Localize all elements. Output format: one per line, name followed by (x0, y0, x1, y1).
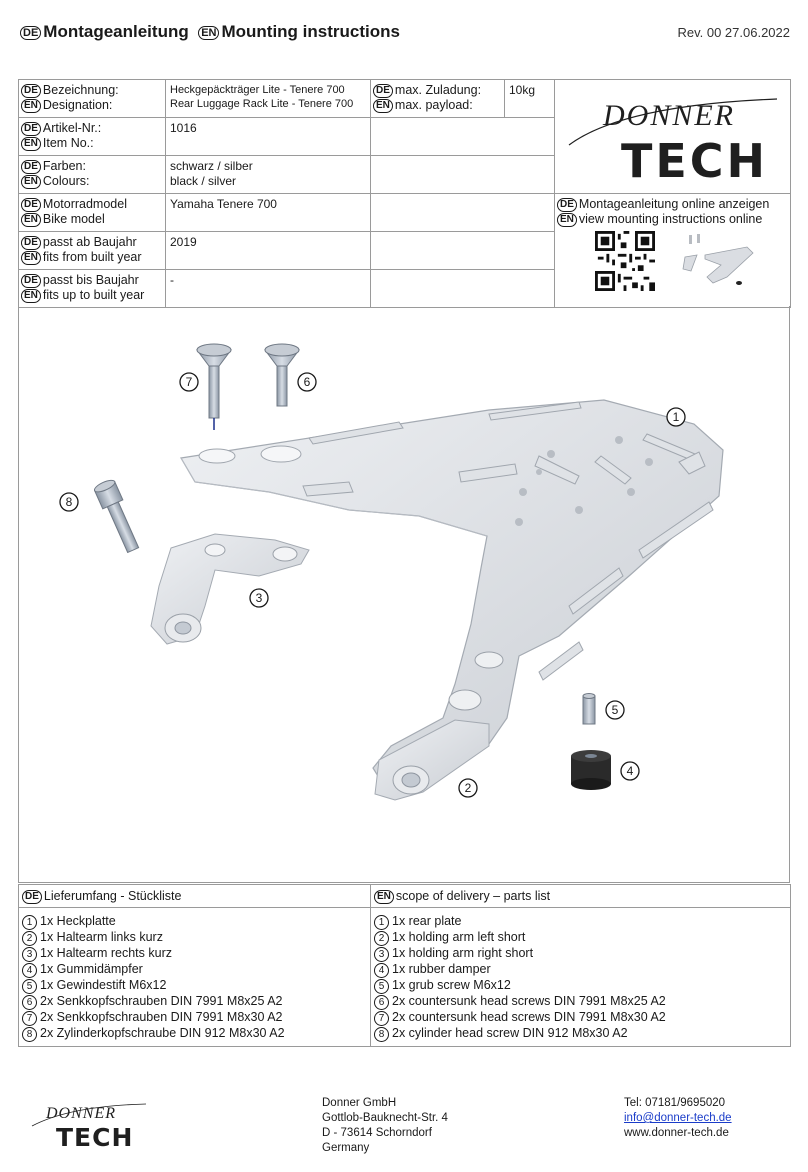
to-year-value: - (165, 269, 371, 308)
from-year-value: 2019 (165, 231, 371, 270)
cylinder-head-screw-m8x30 (93, 479, 140, 554)
callout-7: 7 (179, 372, 199, 392)
callout-1: 1 (666, 407, 686, 427)
logo-bottom-text: TECH (621, 134, 768, 185)
company-country: Germany (322, 1142, 370, 1154)
title-de: Montageanleitung (43, 22, 189, 41)
countersunk-screw-m8x25 (264, 343, 300, 407)
donner-tech-logo: DONNER TECH (568, 97, 777, 188)
website-link[interactable]: www.donner-tech.de (624, 1127, 729, 1139)
callout-5: 5 (605, 700, 625, 720)
exploded-view-drawing: 1 2 3 4 5 6 7 8 (18, 306, 790, 883)
assembly-illustration: 1 2 3 4 5 6 7 8 (59, 343, 724, 801)
qr-code[interactable] (595, 231, 655, 291)
payload-value: 10kg (504, 79, 555, 118)
title-en: Mounting instructions (221, 22, 400, 41)
svg-text:3: 3 (256, 591, 263, 605)
svg-text:DONNER: DONNER (45, 1105, 116, 1122)
callout-6: 6 (297, 372, 317, 392)
countersunk-screw-m8x30 (196, 343, 232, 430)
company-street: Gottlob-Bauknecht-Str. 4 (322, 1112, 448, 1124)
callout-2: 2 (458, 778, 478, 798)
rack-thumbnail (682, 234, 754, 285)
revision-date: Rev. 00 27.06.2022 (677, 25, 790, 40)
bike-value: Yamaha Tenere 700 (165, 193, 371, 232)
holding-arm-right (150, 533, 310, 645)
phone-number: Tel: 07181/9695020 (624, 1097, 726, 1109)
en-badge: EN (198, 26, 220, 40)
svg-text:TECH: TECH (56, 1123, 133, 1152)
empty-cell (370, 269, 555, 308)
designation-value: Heckgepäckträger Lite - Tenere 700 Rear … (165, 79, 371, 118)
de-badge: DE (20, 26, 42, 40)
grub-screw-m6x12 (582, 693, 596, 725)
rear-plate (180, 399, 724, 795)
empty-cell (370, 231, 555, 270)
company-address: Donner GmbH Gottlob-Bauknecht-Str. 4 D -… (322, 1096, 448, 1156)
colours-value: schwarz / silber black / silver (165, 155, 371, 194)
svg-text:8: 8 (66, 495, 73, 509)
svg-text:4: 4 (627, 764, 634, 778)
callout-4: 4 (620, 761, 640, 781)
empty-cell (370, 155, 555, 194)
article-value: 1016 (165, 117, 371, 156)
callout-3: 3 (249, 588, 269, 608)
callout-8: 8 (59, 492, 79, 512)
logo-cell: DONNER TECH (554, 79, 791, 194)
company-city: D - 73614 Schorndorf (322, 1127, 432, 1139)
email-link[interactable]: info@donner-tech.de (624, 1112, 732, 1124)
rubber-damper (571, 750, 611, 790)
svg-text:2: 2 (465, 781, 472, 795)
empty-cell (370, 117, 555, 156)
empty-cell (370, 193, 555, 232)
logo-top-text: DONNER (602, 99, 735, 132)
page-footer: DONNER TECH Donner GmbH Gottlob-Bauknech… (0, 1090, 808, 1160)
svg-text:7: 7 (186, 375, 193, 389)
holding-arm-left (374, 719, 490, 801)
company-contact: Tel: 07181/9695020 info@donner-tech.de w… (624, 1096, 732, 1141)
svg-text:5: 5 (612, 703, 619, 717)
company-name: Donner GmbH (322, 1097, 397, 1109)
footer-logo: DONNER TECH (31, 1103, 147, 1152)
svg-text:6: 6 (304, 375, 311, 389)
svg-text:1: 1 (673, 410, 680, 424)
